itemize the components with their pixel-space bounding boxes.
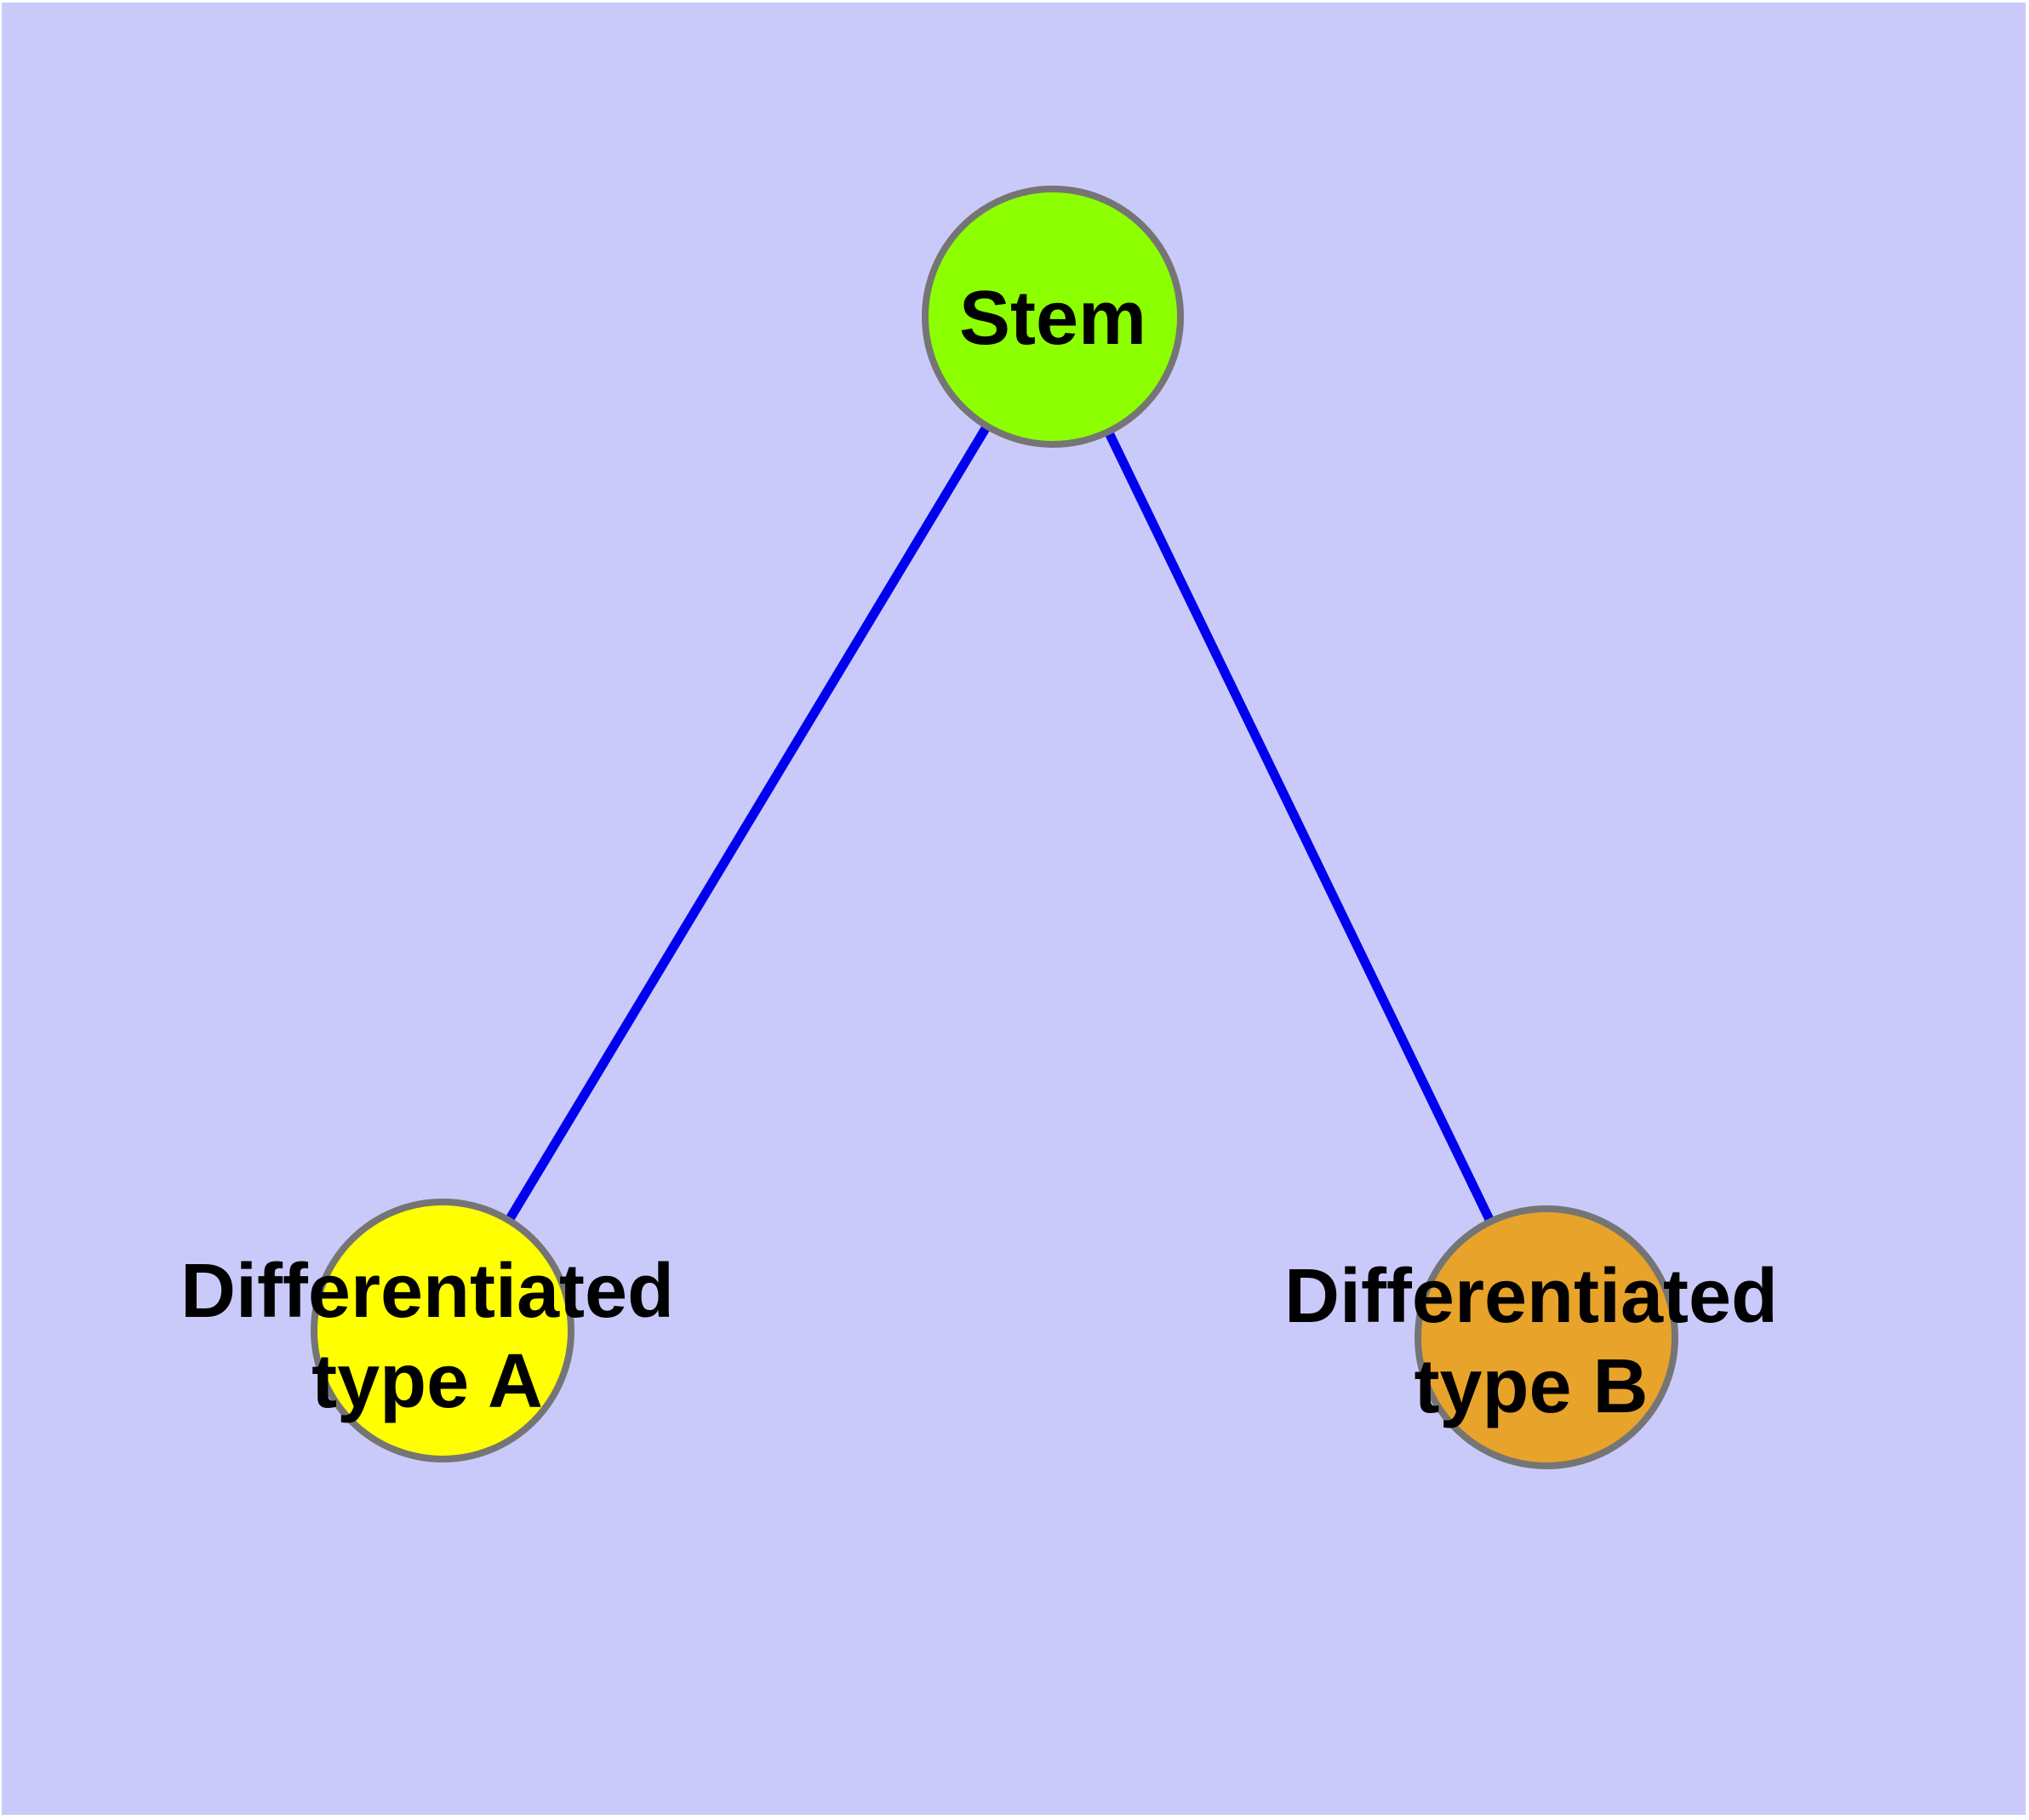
- node-stem: [922, 186, 1184, 448]
- edge-stem-to-type-a: [438, 314, 1057, 1333]
- edge-stem-to-type-b: [1049, 314, 1551, 1340]
- node-type-a-label-line1: Differentiated: [180, 1249, 674, 1334]
- node-differentiated-type-b: [1415, 1205, 1678, 1469]
- node-type-b-label-line2: type B: [1414, 1344, 1648, 1429]
- label-layer: Stem Differentiated type A Differentiate…: [180, 276, 1778, 1429]
- node-layer: [311, 186, 1678, 1469]
- node-type-a-label-line2: type A: [311, 1339, 543, 1424]
- node-differentiated-type-a: [311, 1199, 574, 1462]
- node-stem-label: Stem: [959, 276, 1146, 361]
- node-type-b-label-line1: Differentiated: [1284, 1254, 1778, 1339]
- edge-layer: [438, 314, 1551, 1340]
